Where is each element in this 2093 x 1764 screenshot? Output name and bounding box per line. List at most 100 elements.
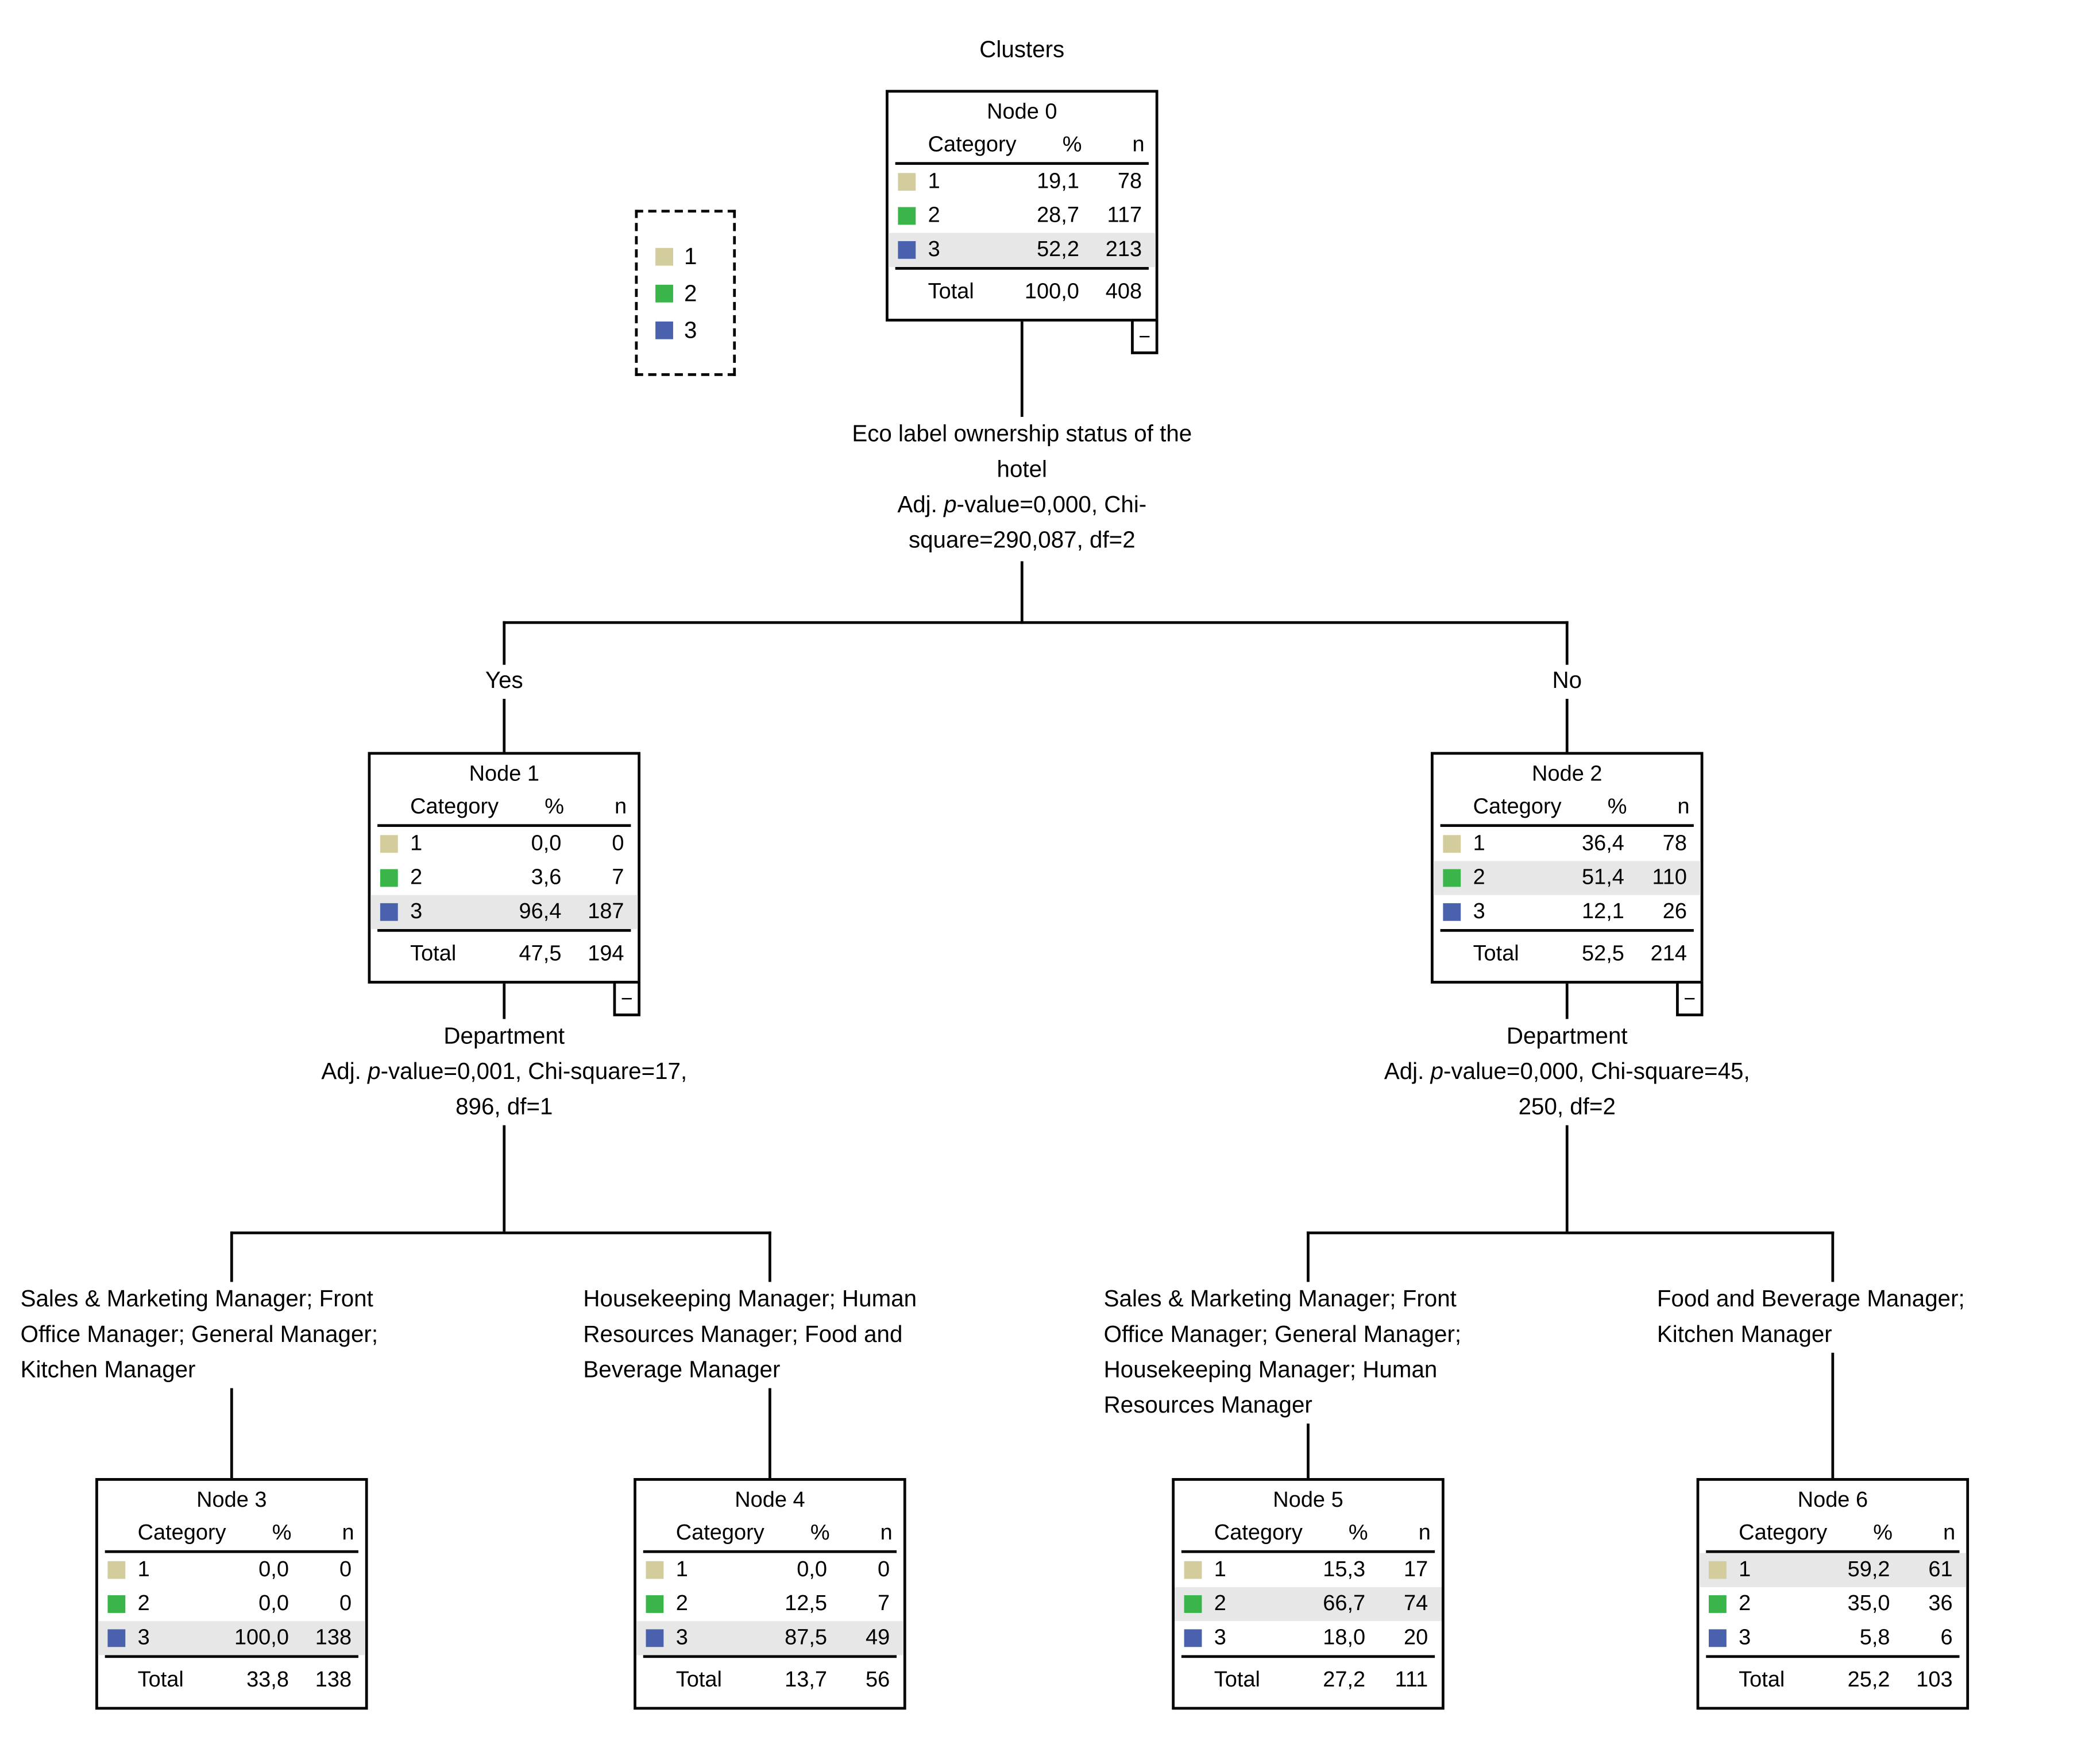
column-header-n: n xyxy=(1132,133,1145,157)
total-percent: 52,5 xyxy=(1582,942,1624,966)
n-value: 26 xyxy=(1662,899,1687,923)
n-value: 0 xyxy=(878,1557,890,1581)
table-header: Category % n xyxy=(1699,1518,1966,1550)
connector xyxy=(230,1231,233,1282)
legend-label: 2 xyxy=(683,280,697,306)
total-rule xyxy=(1181,1655,1435,1658)
total-rule xyxy=(1440,929,1694,932)
total-n: 214 xyxy=(1650,942,1687,966)
node-title: Node 5 xyxy=(1273,1489,1343,1512)
connector xyxy=(503,621,506,665)
split-stats-line2: square=290,087, df=2 xyxy=(908,527,1136,554)
connector xyxy=(1307,1231,1835,1235)
percent-value: 15,3 xyxy=(1323,1557,1366,1581)
total-row: Total 13,7 56 xyxy=(636,1662,903,1700)
category-color-swatch xyxy=(646,1629,664,1647)
text-line: Housekeeping Manager; Human xyxy=(583,1286,917,1312)
n-value: 36 xyxy=(1928,1592,1953,1615)
n-value: 213 xyxy=(1105,237,1142,261)
text-line: Department xyxy=(443,1023,565,1049)
legend-swatch-1 xyxy=(655,247,673,265)
split-variable-lines: Department xyxy=(1295,1019,1840,1055)
connector xyxy=(503,983,506,1019)
category-label: 2 xyxy=(1214,1592,1226,1615)
text-line: Resources Manager; Food and xyxy=(583,1321,903,1348)
n-value: 17 xyxy=(1404,1557,1428,1581)
collapse-node-button[interactable]: − xyxy=(1676,981,1704,1016)
total-percent: 27,2 xyxy=(1323,1669,1366,1692)
text-line: Department xyxy=(1506,1023,1628,1049)
percent-value: 0,0 xyxy=(531,831,562,855)
split-variable-lines: Department xyxy=(231,1019,777,1055)
category-color-swatch xyxy=(1708,1595,1727,1613)
text-line: Sales & Marketing Manager; Front xyxy=(1103,1286,1457,1312)
category-color-swatch xyxy=(1443,903,1461,921)
percent-value: 66,7 xyxy=(1323,1592,1366,1615)
percent-value: 28,7 xyxy=(1037,203,1079,227)
category-color-swatch xyxy=(107,1561,126,1579)
category-label: 2 xyxy=(410,865,423,889)
column-header-percent: % xyxy=(810,1521,830,1545)
total-n: 194 xyxy=(588,942,624,966)
total-row: Total 100,0 408 xyxy=(889,274,1156,312)
column-header-n: n xyxy=(342,1521,354,1545)
header-rule xyxy=(1440,824,1694,827)
connector xyxy=(230,1388,233,1479)
text-line: Eco label ownership status of the xyxy=(852,421,1192,447)
table-header: Category % n xyxy=(889,129,1156,162)
n-value: 78 xyxy=(1662,831,1687,855)
category-label: 3 xyxy=(928,237,940,261)
column-header-percent: % xyxy=(545,795,564,819)
collapse-node-button[interactable]: − xyxy=(613,981,641,1016)
n-value: 49 xyxy=(865,1626,890,1649)
node-title: Node 2 xyxy=(1532,763,1602,786)
table-header: Category % n xyxy=(370,791,638,824)
text-line: Resources Manager xyxy=(1103,1392,1312,1418)
category-label: 1 xyxy=(410,831,423,855)
column-header-category: Category xyxy=(1473,795,1562,819)
category-label: 2 xyxy=(1739,1592,1751,1615)
category-color-swatch xyxy=(646,1561,664,1579)
p-italic: p xyxy=(1430,1058,1444,1085)
percent-value: 59,2 xyxy=(1847,1557,1890,1581)
column-header-category: Category xyxy=(1214,1521,1303,1545)
category-color-swatch xyxy=(898,241,916,259)
column-header-category: Category xyxy=(410,795,499,819)
header-rule xyxy=(1181,1550,1435,1553)
text-line: Sales & Marketing Manager; Front xyxy=(20,1286,373,1312)
collapse-node-button[interactable]: − xyxy=(1131,319,1159,354)
category-label: 2 xyxy=(928,203,940,227)
total-rule xyxy=(105,1655,358,1658)
connector xyxy=(1831,1231,1835,1282)
category-label: 3 xyxy=(675,1626,688,1649)
percent-value: 18,0 xyxy=(1323,1626,1366,1649)
total-label: Total xyxy=(675,1669,722,1692)
category-color-swatch xyxy=(380,903,398,921)
split-stats-line1: Adj. p-value=0,001, Chi-square=17, xyxy=(321,1058,688,1085)
category-label: 2 xyxy=(137,1592,150,1615)
total-label: Total xyxy=(928,280,974,304)
branch-label-no: No xyxy=(1552,667,1582,694)
chart-title: Clusters xyxy=(979,37,1065,63)
connector xyxy=(503,1125,506,1232)
total-row: Total 27,2 111 xyxy=(1175,1662,1442,1700)
connector xyxy=(1565,1125,1569,1232)
n-value: 20 xyxy=(1404,1626,1428,1649)
n-value: 74 xyxy=(1404,1592,1428,1615)
n-value: 7 xyxy=(612,865,624,889)
header-rule xyxy=(1706,1550,1960,1553)
n-value: 78 xyxy=(1117,169,1142,193)
